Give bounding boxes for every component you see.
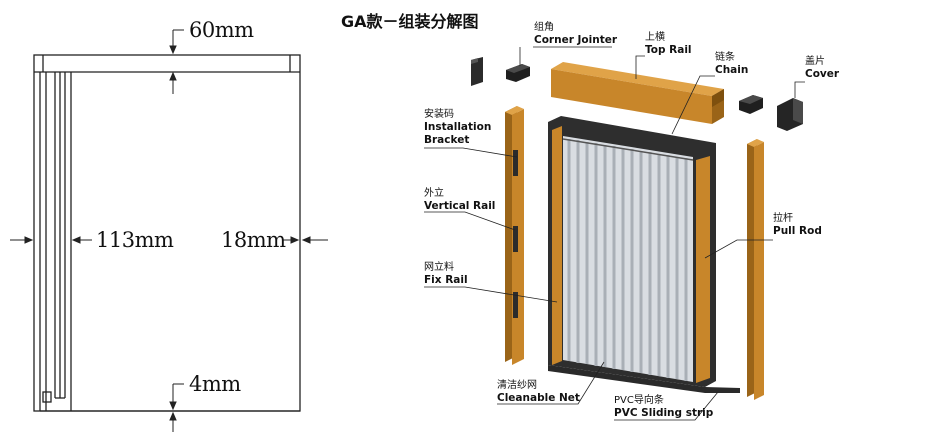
top-rail-cn: 上横 [645, 32, 665, 43]
label-corner-jointer: 组角 Corner Jointer [534, 22, 617, 47]
chain-line [562, 138, 694, 161]
label-pull-rod: 拉杆 Pull Rod [773, 213, 822, 238]
cover-jointer [739, 95, 763, 114]
fix-rail-en: Fix Rail [424, 274, 468, 286]
label-installation-bracket: 安装码 Installation Bracket [424, 109, 491, 147]
chain-cn: 链条 [715, 52, 735, 63]
pull-rod-cn: 拉杆 [773, 213, 793, 224]
chain-en: Chain [715, 64, 749, 76]
corner-jointer-cn: 组角 [534, 22, 554, 33]
pull-rod-en: Pull Rod [773, 225, 822, 237]
fix-rail-cn: 网立料 [424, 262, 454, 273]
cleanable-net-en: Cleanable Net [497, 392, 580, 404]
corner-jointer-en: Corner Jointer [534, 34, 618, 46]
pvc-sliding-strip-en: PVC Sliding strip [614, 407, 714, 419]
cover-piece [777, 98, 803, 131]
main-frame [548, 116, 740, 393]
cleanable-net-cn: 清洁纱网 [497, 380, 537, 391]
label-vertical-rail: 外立 Vertical Rail [424, 188, 495, 213]
installation-bracket-en1: Installation [424, 121, 492, 133]
installation-bracket-cn: 安装码 [424, 109, 454, 120]
top-gap-dimension: 60mm [189, 18, 254, 42]
left-width-dimension: 113mm [96, 228, 174, 252]
vertical-rail-en: Vertical Rail [424, 200, 496, 212]
top-rail [551, 62, 724, 124]
bottom-gap-dimension: 4mm [189, 372, 241, 396]
label-top-rail: 上横 Top Rail [645, 32, 692, 57]
vertical-rail-right [747, 139, 764, 400]
cover-en: Cover [805, 68, 840, 80]
label-fix-rail: 网立料 Fix Rail [424, 262, 468, 287]
vertical-rail-left [505, 106, 524, 365]
label-cleanable-net: 清洁纱网 Cleanable Net [497, 380, 580, 405]
diagram-title: GA款－组装分解图 [341, 12, 479, 31]
label-pvc-sliding-strip: PVC导向条 PVC Sliding strip [614, 395, 713, 420]
dimension-markers [10, 29, 328, 432]
cover-cn: 盖片 [805, 56, 825, 67]
corner-jointer-piece [506, 64, 530, 82]
pvc-sliding-strip-cn: PVC导向条 [614, 395, 664, 406]
label-chain: 链条 Chain [715, 52, 748, 77]
pvc-sliding-strip [548, 365, 740, 393]
top-rail-en: Top Rail [645, 44, 692, 56]
cleanable-net-pleats [567, 139, 688, 381]
front-view-frame [33, 54, 301, 412]
leader-lines [424, 46, 805, 421]
right-width-dimension: 18mm [221, 228, 286, 252]
corner-jointer-left [471, 57, 483, 86]
installation-bracket-en2: Bracket [424, 134, 470, 146]
vertical-rail-cn: 外立 [424, 188, 444, 199]
label-cover: 盖片 Cover [805, 56, 839, 81]
